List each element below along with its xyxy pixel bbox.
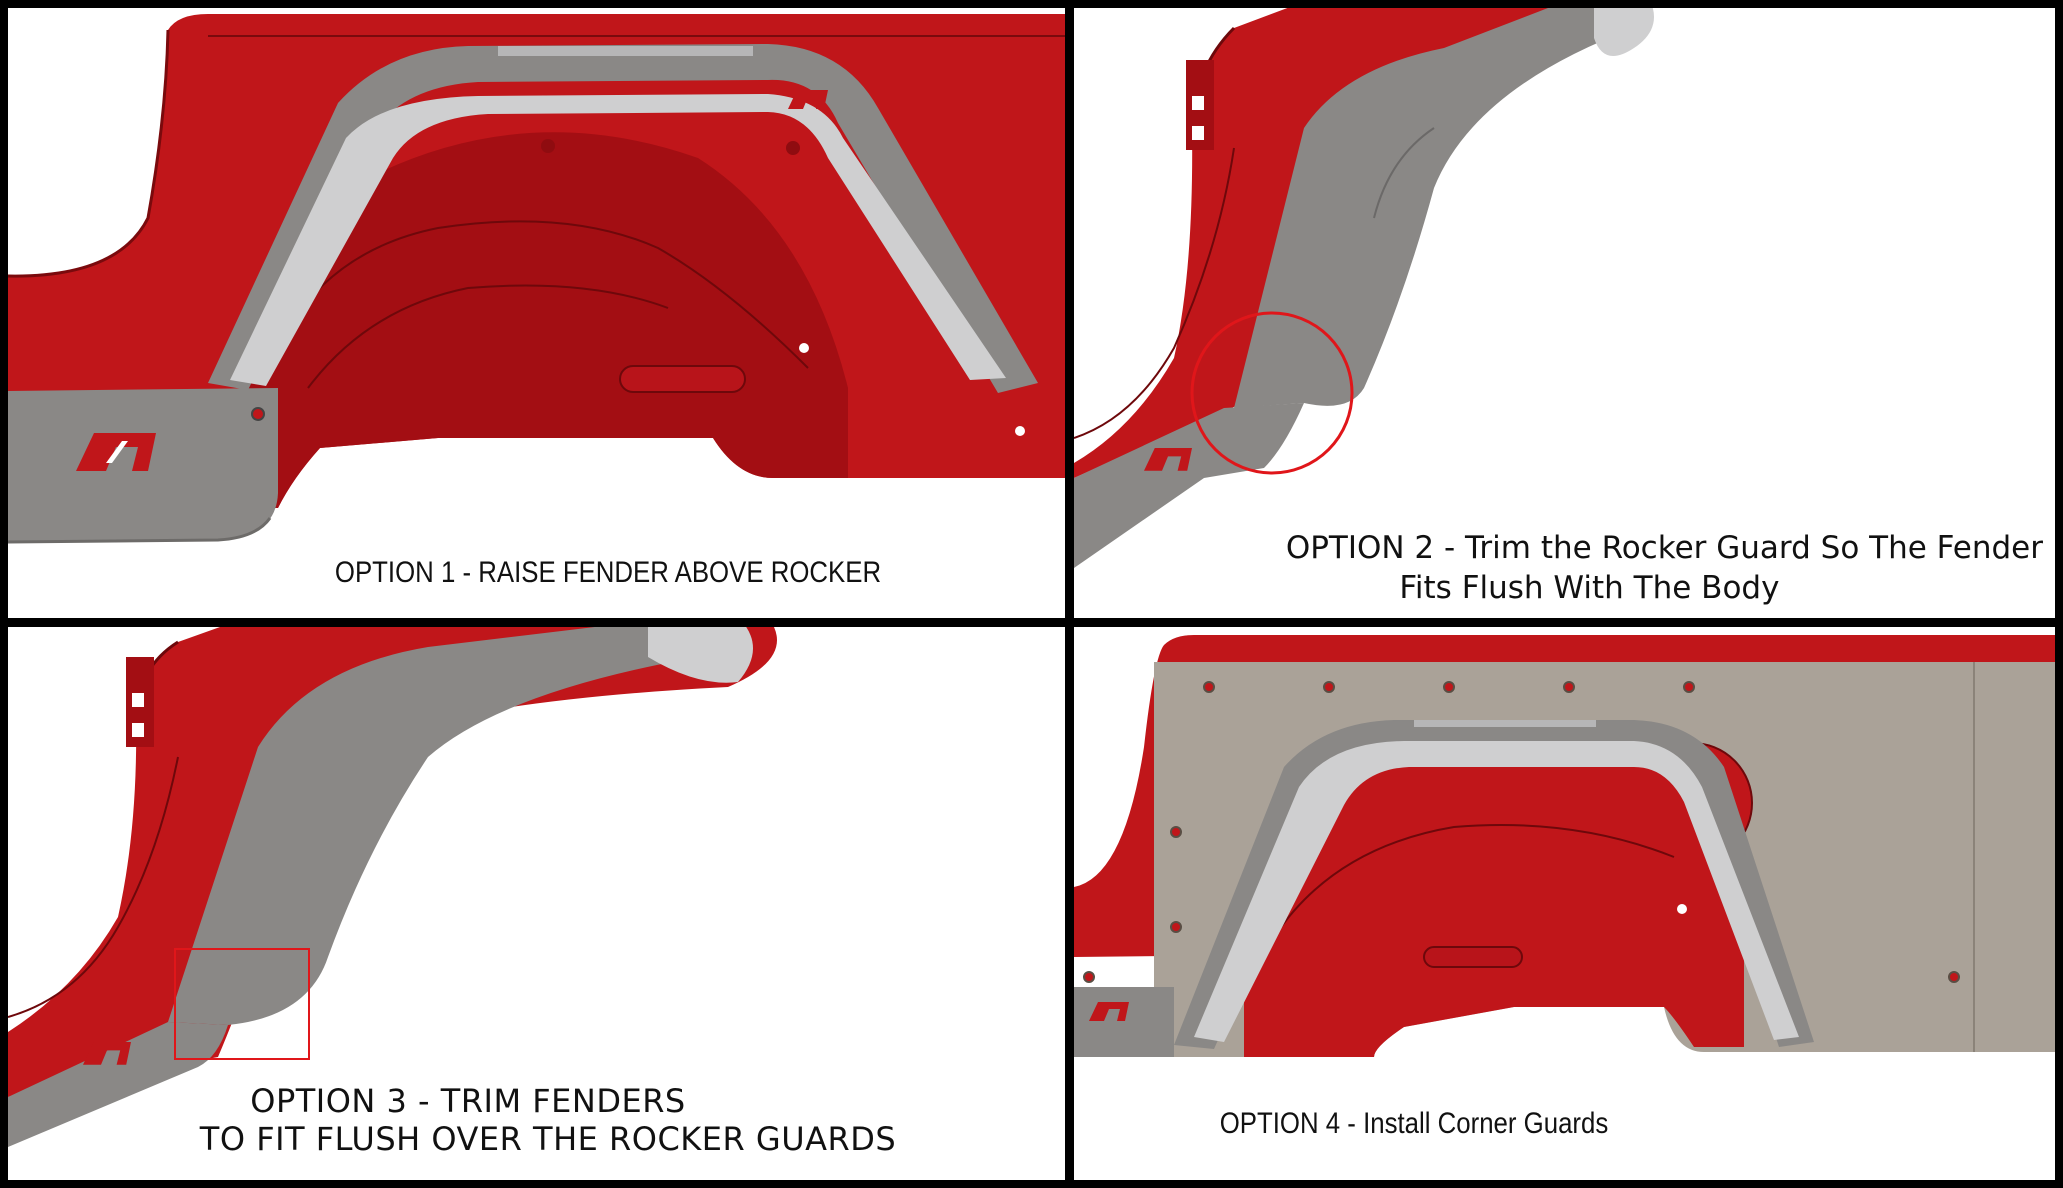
caption-option-1: OPTION 1 - RAISE FENDER ABOVE ROCKER (238, 556, 978, 590)
wheel-well (240, 132, 848, 508)
option-4-render (1074, 635, 2055, 1057)
caption-option-2: OPTION 2 - Trim the Rocker Guard So The … (1286, 528, 2043, 608)
rocker-guard (1074, 403, 1304, 568)
panel-option-2: OPTION 2 - Trim the Rocker Guard So The … (1074, 8, 2055, 618)
brand-logo-icon (1089, 1002, 1129, 1021)
panel-option-3: OPTION 3 - TRIM FENDERS TO FIT FLUSH OVE… (8, 627, 1065, 1180)
option-1-render (8, 14, 1065, 544)
brand-logo-icon (83, 1042, 131, 1065)
highlight-circle (1190, 311, 1354, 475)
rocker-guard (8, 1022, 228, 1147)
caption-line: OPTION 2 - Trim the Rocker Guard So The … (1285, 530, 2043, 566)
caption-line: TO FIT FLUSH OVER THE ROCKER GUARDS (199, 1120, 897, 1158)
option-2-render (1074, 8, 1654, 568)
caption-line: OPTION 4 - Install Corner Guards (1219, 1107, 1609, 1140)
brand-logo-icon (76, 433, 156, 471)
caption-line: Fits Flush With The Body (1399, 570, 1780, 606)
caption-option-4: OPTION 4 - Install Corner Guards (1182, 1107, 1646, 1141)
caption-line: OPTION 3 - TRIM FENDERS (250, 1082, 686, 1120)
brand-logo-icon (1144, 448, 1192, 471)
panel-option-1: OPTION 1 - RAISE FENDER ABOVE ROCKER (8, 8, 1065, 618)
wheel-well (1244, 735, 1744, 1057)
brand-logo-icon (788, 90, 828, 109)
rocker-guard (1074, 987, 1174, 1057)
panel-option-4: OPTION 4 - Install Corner Guards (1074, 627, 2055, 1180)
fender-flare (168, 627, 728, 1025)
highlight-box (174, 948, 310, 1060)
fender-flare (1234, 8, 1634, 408)
caption-line: OPTION 1 - RAISE FENDER ABOVE ROCKER (334, 556, 882, 589)
caption-option-3: OPTION 3 - TRIM FENDERS TO FIT FLUSH OVE… (68, 1082, 1028, 1158)
bolt-holes (1083, 681, 1960, 983)
option-3-render (8, 627, 777, 1147)
